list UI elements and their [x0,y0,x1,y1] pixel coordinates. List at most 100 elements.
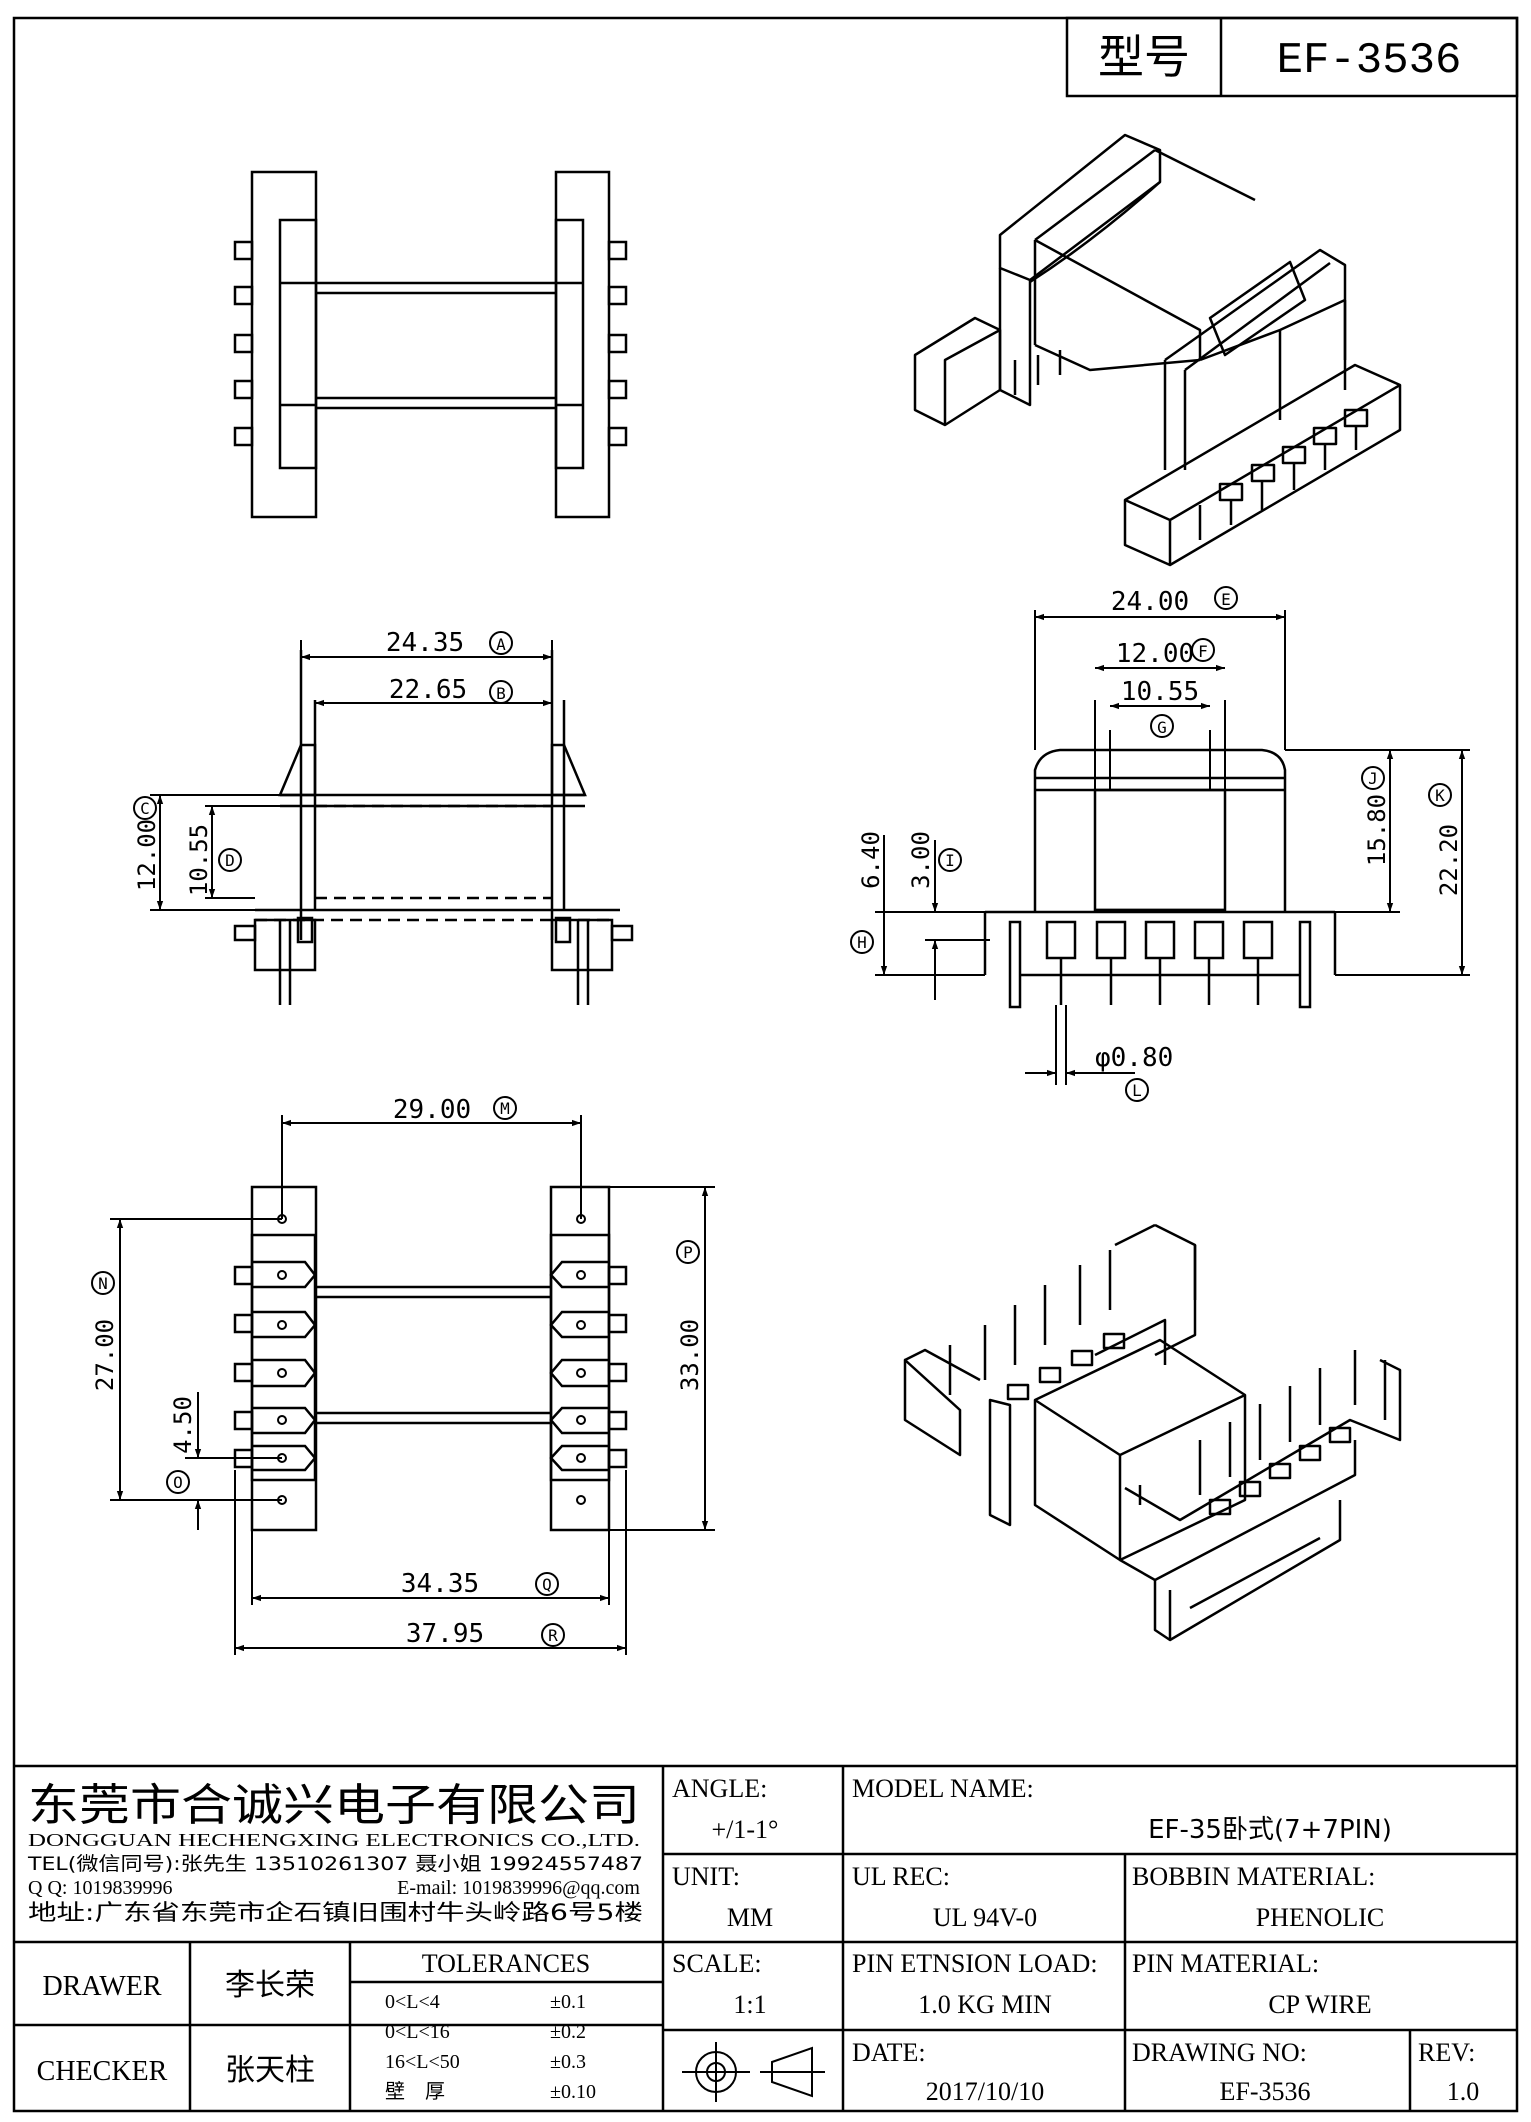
side-view [233,650,634,1005]
type-box: 型号 EF-3536 [1065,16,1519,98]
company-qq: Q Q: 1019839996 [28,1877,172,1899]
top-view [233,170,628,519]
dim-A-mark: A [496,635,506,654]
pin-material-label: PIN MATERIAL: [1132,1949,1319,1978]
company-name-cn: 东莞市合诚兴电子有限公司 [28,1780,640,1831]
front-view [983,700,1337,1009]
dim-D-mark: D [225,851,235,870]
dim-O-mark: O [173,1473,183,1492]
dim-L-value: φ0.80 [1095,1043,1173,1073]
ul-label: UL REC: [852,1862,950,1891]
tolerance-range-1: 0<L<16 [385,2021,450,2043]
title-block-lines [14,1764,1517,2111]
tolerance-value-1: ±0.2 [550,2021,586,2043]
scale-label: SCALE: [672,1949,762,1978]
rev-value: 1.0 [1447,2077,1480,2106]
bottom-view [233,1185,628,1532]
dim-N-mark: N [98,1274,108,1293]
pin-material-value: CP WIRE [1268,1990,1371,2019]
dim-G: 10.55 G [1110,677,1210,738]
tolerances-label: TOLERANCES [422,1949,591,1978]
tolerance-range-3: 壁 厚 [385,2079,445,2103]
dim-C-D: 12.00 C 10.55 D [133,794,280,911]
bobbin-label: BOBBIN MATERIAL: [1132,1862,1375,1891]
drawing-no-value: EF-3536 [1220,2077,1311,2106]
dim-P-value: 33.00 [676,1319,704,1391]
dim-C-mark: C [140,799,150,818]
dim-G-mark: G [1157,718,1167,737]
dim-P-mark: P [683,1243,693,1262]
type-value: EF-3536 [1277,36,1462,86]
sheet-border [12,16,1519,2113]
model-label: MODEL NAME: [852,1774,1034,1803]
dim-D-value: 10.55 [185,824,213,896]
dim-N-value: 27.00 [91,1319,119,1391]
dim-A: 24.35 A [300,628,553,661]
company-address: 地址:广东省东莞市企石镇旧围村牛头岭路6号5楼 [28,1901,643,1926]
dim-J-K: 15.80 J 22.20 K [1285,749,1470,976]
dim-M: 29.00 M [281,1095,582,1219]
bobbin-value: PHENOLIC [1256,1903,1385,1932]
dim-F: 12.00 F [1095,638,1225,672]
checker-label: CHECKER [37,2056,168,2087]
dim-F-mark: F [1198,642,1208,661]
date-value: 2017/10/10 [926,2077,1044,2106]
unit-value: MM [727,1903,773,1932]
dim-P: 33.00 P [609,1186,715,1531]
scale-value: 1:1 [733,1990,766,2019]
dim-Q-mark: Q [542,1575,552,1594]
dim-H-I: 6.40 H 3.00 I [850,831,990,1000]
dim-B-mark: B [496,684,506,703]
dim-H-value: 6.40 [857,831,885,889]
drawer-value: 李长荣 [225,1968,315,2003]
rev-label: REV: [1418,2038,1475,2067]
dim-J-value: 15.80 [1363,794,1391,866]
checker-value: 张天柱 [225,2053,315,2088]
dim-O-value: 4.50 [169,1396,197,1454]
dim-N-O: 27.00 N 4.50 O [91,1218,282,1530]
dim-A-value: 24.35 [386,628,464,658]
dim-M-mark: M [500,1099,510,1118]
drawing-no-label: DRAWING NO: [1132,2038,1307,2067]
tolerance-range-0: 0<L<4 [385,1991,440,2013]
tolerance-value-0: ±0.1 [550,1991,586,2013]
angle-value: +/1-1° [712,1815,779,1844]
dim-E: 24.00 E [1034,586,1286,750]
dim-C-value: 12.00 [133,819,161,891]
dim-F-value: 12.00 [1116,639,1194,669]
dim-L-mark: L [1132,1081,1142,1100]
tolerance-value-3: ±0.10 [550,2081,596,2103]
projection-symbol [682,2042,825,2102]
company-name-en: DONGGUAN HECHENGXING ELECTRONICS CO.,LTD… [28,1830,640,1850]
isometric-view-top [913,133,1402,567]
tolerance-range-2: 16<L<50 [385,2051,460,2073]
dim-J-mark: J [1368,769,1378,788]
dim-Q-R: 34.35 Q 37.95 R [234,1470,627,1655]
dim-E-mark: E [1221,590,1231,609]
dim-I-value: 3.00 [907,831,935,889]
dim-E-value: 24.00 [1111,587,1189,617]
dim-Q-value: 34.35 [401,1569,479,1599]
pin-load-label: PIN ETNSION LOAD: [852,1949,1098,1978]
dim-I-mark: I [945,851,955,870]
company-tel: TEL(微信同号):张先生 13510261307 聂小姐 1992455748… [27,1853,643,1875]
dim-K-mark: K [1435,786,1445,805]
ul-value: UL 94V-0 [933,1903,1037,1932]
tolerance-value-2: ±0.3 [550,2051,586,2073]
dim-L: φ0.80 L [1025,1005,1173,1102]
isometric-view-bottom [903,1223,1402,1642]
dim-R-value: 37.95 [406,1619,484,1649]
pin-load-value: 1.0 KG MIN [918,1990,1052,2019]
dim-R-mark: R [548,1626,558,1645]
dim-G-value: 10.55 [1121,677,1199,707]
dim-B: 22.65 B [315,675,552,707]
dim-B-value: 22.65 [389,675,467,705]
dim-M-value: 29.00 [393,1095,471,1125]
type-label: 型号 [1098,30,1190,84]
dim-H-mark: H [857,933,867,952]
company-email: E-mail: 1019839996@qq.com [397,1877,640,1899]
dim-K-value: 22.20 [1435,824,1463,896]
unit-label: UNIT: [672,1862,740,1891]
drawer-label: DRAWER [42,1971,161,2002]
